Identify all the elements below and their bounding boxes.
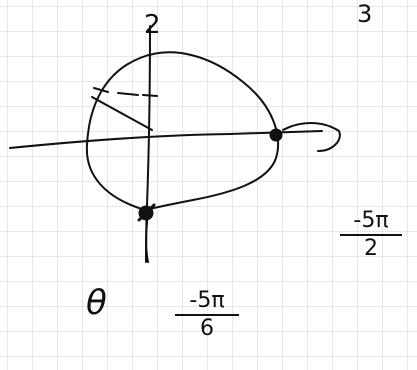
fraction-right-denominator: 2 bbox=[364, 236, 378, 261]
radius-tick-marks bbox=[93, 87, 158, 97]
theta-label: θ bbox=[86, 283, 107, 323]
fraction-bottom-bar bbox=[175, 314, 239, 316]
axis-right-flourish bbox=[282, 122, 341, 152]
fraction-right-bar bbox=[340, 234, 402, 236]
fraction-bottom-denominator: 6 bbox=[200, 316, 214, 341]
horizontal-axis bbox=[9, 130, 323, 149]
fraction-right-numerator: -5π bbox=[353, 208, 389, 233]
fraction-bottom: -5π 6 bbox=[175, 290, 239, 340]
fraction-right: -5π 2 bbox=[340, 210, 402, 260]
right-point bbox=[269, 128, 283, 142]
axis-top-label: 2 bbox=[144, 10, 161, 40]
bottom-point-stroke bbox=[137, 203, 156, 222]
polar-curve bbox=[85, 51, 280, 211]
fraction-bottom-numerator: -5π bbox=[189, 288, 225, 313]
corner-number: 3 bbox=[357, 0, 373, 28]
radius-segment bbox=[91, 96, 153, 131]
